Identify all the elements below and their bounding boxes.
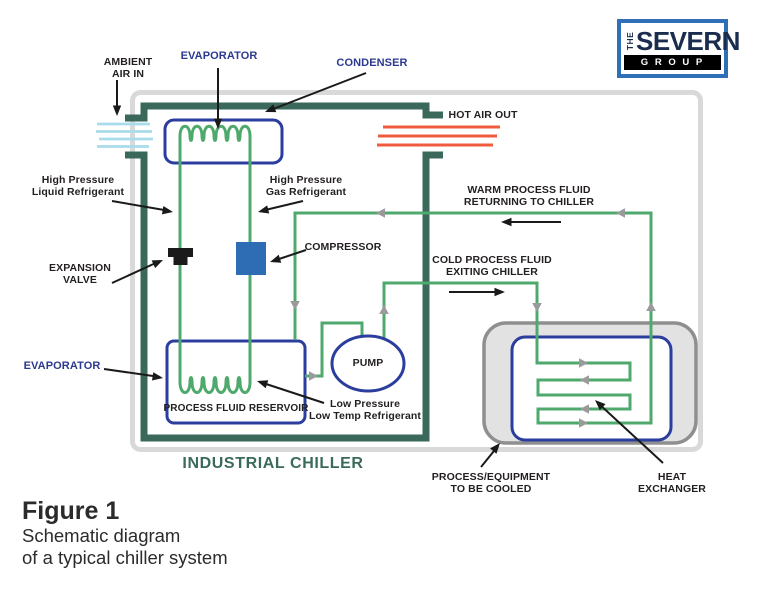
logo-name-row: THE SEVERN xyxy=(624,27,740,55)
annotation-line xyxy=(111,200,171,212)
flow-arrow xyxy=(290,301,300,310)
chiller-cabinet-outline xyxy=(130,90,703,452)
figure-title: Figure 1 xyxy=(22,497,120,525)
flow-arrow xyxy=(532,303,542,312)
process-fluid-reservoir-box xyxy=(165,339,307,425)
label-line: EXPANSION xyxy=(49,262,111,274)
label-line: EXITING CHILLER xyxy=(446,266,538,278)
air-duct xyxy=(125,102,443,442)
high-pressure-gas-label: High Pressure Gas Refrigerant xyxy=(266,174,346,198)
figure-caption-line: of a typical chiller system xyxy=(22,547,228,568)
label-line: TO BE COOLED xyxy=(450,483,532,495)
logo-group-bar: G R O U P xyxy=(624,55,721,70)
label-line: VALVE xyxy=(63,274,97,286)
label-line: PROCESS/EQUIPMENT xyxy=(431,471,551,483)
logo-the-text: THE xyxy=(625,31,635,51)
pump-ellipse xyxy=(330,334,406,393)
hot-air-out-label: HOT AIR OUT xyxy=(448,109,518,121)
arrowhead xyxy=(494,287,505,297)
annotation-line xyxy=(597,402,664,464)
heat-exchanger-label: HEAT EXCHANGER xyxy=(638,471,706,495)
flow-arrow xyxy=(309,371,318,381)
arrowhead xyxy=(501,217,512,227)
compressor-label: COMPRESSOR xyxy=(304,241,382,253)
label-line: Gas Refrigerant xyxy=(265,186,347,198)
label-line: Low Temp Refrigerant xyxy=(308,410,422,422)
logo-severn-text: SEVERN xyxy=(636,26,740,56)
process-equipment-label: PROCESS/EQUIPMENT TO BE COOLED xyxy=(432,471,550,495)
hot-air-stripes xyxy=(377,125,500,147)
annotation-line xyxy=(259,381,325,404)
flow-arrow xyxy=(616,208,625,218)
annotation-line xyxy=(267,72,367,112)
industrial-chiller-title: INDUSTRIAL CHILLER xyxy=(182,455,364,472)
low-refrigerant-label: Low Pressure Low Temp Refrigerant xyxy=(309,398,421,422)
ambient-air-stripes xyxy=(96,122,153,148)
label-line: AIR IN xyxy=(111,68,145,80)
ambient-air-in-label: AMBIENT AIR IN xyxy=(104,56,153,80)
arrowhead xyxy=(151,256,165,269)
duct-body xyxy=(125,151,443,442)
label-line: COLD PROCESS FLUID xyxy=(432,254,552,266)
figure-caption-block: Figure 1 Schematic diagram of a typical … xyxy=(22,497,228,569)
condenser-label: CONDENSER xyxy=(336,57,408,69)
process-fluid-loop xyxy=(293,211,653,425)
severn-group-logo: THE SEVERN G R O U P xyxy=(617,19,740,78)
flow-arrow xyxy=(379,305,389,314)
label-line: AMBIENT xyxy=(103,56,153,68)
duct-top xyxy=(125,102,443,122)
arrowhead xyxy=(151,372,164,383)
process-fluid-reservoir-label: PROCESS FLUID RESERVOIR xyxy=(163,403,309,414)
annotation-line xyxy=(111,260,161,284)
label-line: WARM PROCESS FLUID xyxy=(467,184,591,196)
expansion-valve-label: EXPANSION VALVE xyxy=(49,262,111,286)
flow-arrow xyxy=(646,302,656,311)
reservoir-coil xyxy=(178,370,252,394)
label-line: Low Pressure xyxy=(329,398,401,410)
evaporator-bottom-label: EVAPORATOR xyxy=(23,360,101,372)
annotation-line xyxy=(103,368,161,378)
label-line: High Pressure xyxy=(41,174,115,186)
high-pressure-liquid-label: High Pressure Liquid Refrigerant xyxy=(32,174,124,198)
label-line: RETURNING TO CHILLER xyxy=(463,196,595,208)
label-line: High Pressure xyxy=(269,174,343,186)
arrowhead xyxy=(161,206,174,217)
flow-arrow xyxy=(376,208,385,218)
figure-caption-line: Schematic diagram xyxy=(22,525,181,546)
cold-process-fluid-label: COLD PROCESS FLUID EXITING CHILLER xyxy=(432,254,552,278)
evaporator-top-label: EVAPORATOR xyxy=(180,50,258,62)
arrowhead xyxy=(112,105,122,116)
label-line: EXCHANGER xyxy=(638,483,706,495)
arrowhead xyxy=(268,254,282,266)
arrowhead xyxy=(256,205,270,217)
label-line: Liquid Refrigerant xyxy=(31,186,125,198)
top-coil xyxy=(178,124,252,150)
warm-process-fluid-label: WARM PROCESS FLUID RETURNING TO CHILLER xyxy=(464,184,594,208)
expansion-valve-shape xyxy=(168,248,193,265)
compressor-block xyxy=(236,242,266,275)
label-line: HEAT xyxy=(657,471,687,483)
pump-label: PUMP xyxy=(352,357,384,369)
